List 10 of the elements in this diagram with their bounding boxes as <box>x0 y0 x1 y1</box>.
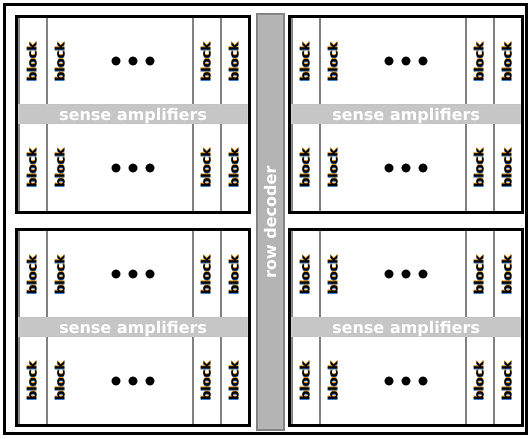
memory-bank <box>15 228 251 427</box>
sense-amplifier-bar: sense amplifiers <box>18 317 248 337</box>
sense-amplifier-bar: sense amplifiers <box>18 104 248 124</box>
sense-amplifier-bar: sense amplifiers <box>291 317 521 337</box>
memory-bank <box>15 15 251 214</box>
chip-outline <box>3 3 528 435</box>
sense-amplifier-bar: sense amplifiers <box>291 104 521 124</box>
row-decoder-bar: row decoder <box>256 13 285 431</box>
memory-bank <box>288 15 524 214</box>
memory-bank <box>288 228 524 427</box>
